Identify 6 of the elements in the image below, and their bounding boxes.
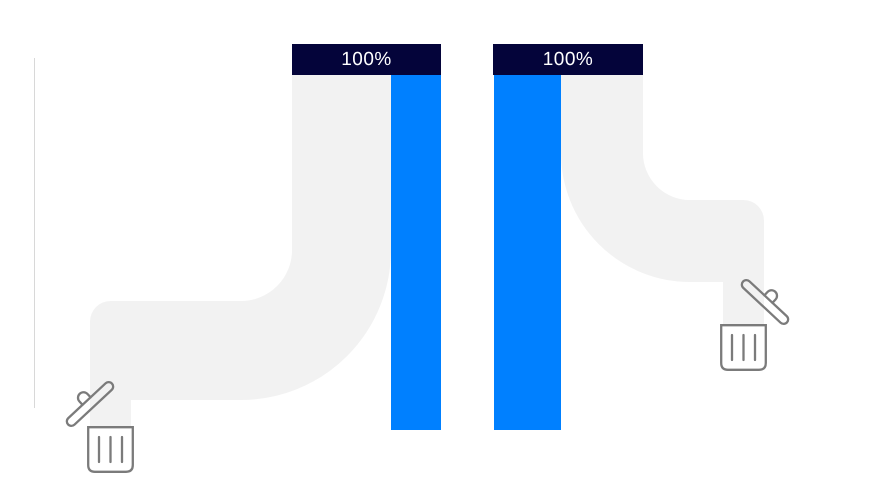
flow-bar bbox=[391, 75, 441, 430]
flow-bar bbox=[494, 75, 561, 430]
trash-can-icon bbox=[87, 426, 134, 473]
value-header: 100% bbox=[292, 44, 441, 75]
value-header: 100% bbox=[493, 44, 643, 75]
trash-can-icon bbox=[720, 324, 767, 371]
